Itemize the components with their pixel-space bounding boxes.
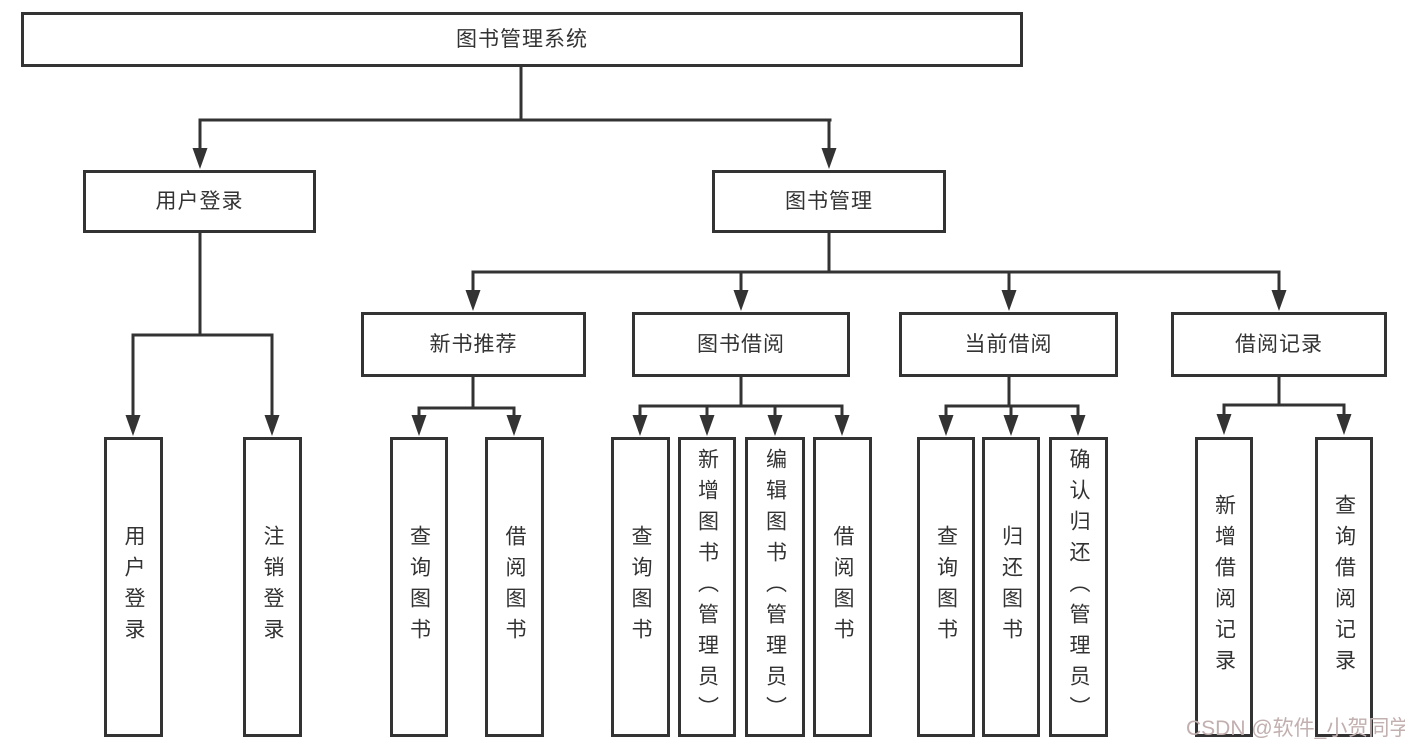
leaf-query-books-borrowing-label: 查询图书 bbox=[629, 525, 652, 649]
leaf-user-login: 用户登录 bbox=[104, 437, 163, 737]
leaf-query-books-borrowing: 查询图书 bbox=[611, 437, 670, 737]
node-library-system: 图书管理系统 bbox=[21, 12, 1023, 67]
node-borrowing-records-label: 借阅记录 bbox=[1235, 333, 1323, 356]
node-new-book-recommendation: 新书推荐 bbox=[361, 312, 586, 377]
node-book-borrowing: 图书借阅 bbox=[632, 312, 850, 377]
leaf-edit-books-admin-label: 编辑图书（管理员） bbox=[763, 447, 787, 727]
leaf-confirm-return-admin-label: 确认归还（管理员） bbox=[1067, 447, 1090, 727]
leaf-query-borrow-record: 查询借阅记录 bbox=[1315, 437, 1373, 737]
node-current-borrowing-label: 当前借阅 bbox=[964, 333, 1053, 356]
arrowheads bbox=[125, 148, 1352, 436]
leaf-return-books: 归还图书 bbox=[982, 437, 1040, 737]
node-new-book-recommendation-label: 新书推荐 bbox=[429, 333, 518, 356]
leaf-query-borrow-record-label: 查询借阅记录 bbox=[1332, 494, 1356, 680]
leaf-return-books-label: 归还图书 bbox=[999, 525, 1023, 649]
leaf-logout-label: 注销登录 bbox=[261, 525, 284, 649]
node-book-borrowing-label: 图书借阅 bbox=[697, 333, 785, 356]
leaf-borrow-books-recommend: 借阅图书 bbox=[485, 437, 544, 737]
node-user-login: 用户登录 bbox=[83, 170, 316, 233]
leaf-edit-books-admin: 编辑图书（管理员） bbox=[745, 437, 805, 737]
node-borrowing-records: 借阅记录 bbox=[1171, 312, 1387, 377]
leaf-logout: 注销登录 bbox=[243, 437, 302, 737]
leaf-query-books-recommend-label: 查询图书 bbox=[407, 525, 431, 649]
node-book-management: 图书管理 bbox=[712, 170, 946, 233]
leaf-confirm-return-admin: 确认归还（管理员） bbox=[1049, 437, 1108, 737]
node-current-borrowing: 当前借阅 bbox=[899, 312, 1118, 377]
leaf-borrow-books-recommend-label: 借阅图书 bbox=[503, 525, 526, 649]
node-book-management-label: 图书管理 bbox=[785, 190, 873, 213]
node-user-login-label: 用户登录 bbox=[155, 190, 244, 213]
leaf-add-books-admin: 新增图书（管理员） bbox=[678, 437, 736, 737]
leaf-query-books-current: 查询图书 bbox=[917, 437, 975, 737]
leaf-borrow-books-label: 借阅图书 bbox=[831, 525, 854, 649]
leaf-add-borrow-record: 新增借阅记录 bbox=[1195, 437, 1253, 737]
leaf-borrow-books: 借阅图书 bbox=[813, 437, 872, 737]
leaf-user-login-label: 用户登录 bbox=[122, 525, 145, 649]
leaf-add-books-admin-label: 新增图书（管理员） bbox=[695, 447, 719, 727]
leaf-query-books-current-label: 查询图书 bbox=[934, 525, 958, 649]
leaf-add-borrow-record-label: 新增借阅记录 bbox=[1212, 494, 1236, 680]
node-library-system-label: 图书管理系统 bbox=[456, 28, 588, 51]
leaf-query-books-recommend: 查询图书 bbox=[390, 437, 448, 737]
